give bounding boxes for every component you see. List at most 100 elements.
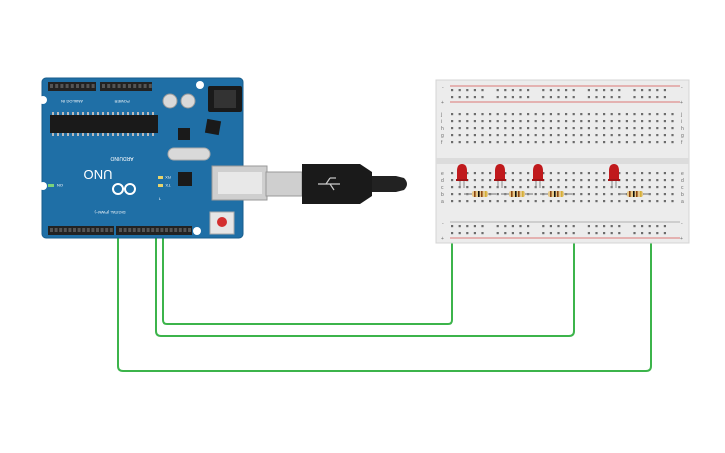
breadboard-hole[interactable] bbox=[625, 172, 628, 175]
breadboard-hole[interactable] bbox=[663, 200, 666, 203]
breadboard-hole[interactable] bbox=[633, 179, 636, 182]
breadboard-hole[interactable] bbox=[542, 141, 545, 144]
breadboard-hole[interactable] bbox=[511, 179, 514, 182]
breadboard-hole[interactable] bbox=[618, 96, 621, 99]
breadboard-hole[interactable] bbox=[648, 186, 651, 189]
breadboard-hole[interactable] bbox=[451, 193, 454, 196]
breadboard-hole[interactable] bbox=[610, 120, 613, 123]
breadboard-hole[interactable] bbox=[511, 96, 514, 99]
breadboard-hole[interactable] bbox=[451, 120, 454, 123]
header-pin[interactable] bbox=[138, 84, 142, 88]
breadboard-hole[interactable] bbox=[641, 120, 644, 123]
breadboard-hole[interactable] bbox=[603, 120, 606, 123]
header-pin[interactable] bbox=[50, 84, 53, 88]
breadboard-hole[interactable] bbox=[557, 232, 560, 235]
breadboard-hole[interactable] bbox=[504, 232, 507, 235]
breadboard-hole[interactable] bbox=[603, 172, 606, 175]
breadboard-hole[interactable] bbox=[565, 225, 568, 228]
header-pin[interactable] bbox=[128, 84, 131, 88]
breadboard-hole[interactable] bbox=[648, 89, 651, 92]
breadboard-hole[interactable] bbox=[625, 179, 628, 182]
breadboard-hole[interactable] bbox=[489, 120, 492, 123]
breadboard-hole[interactable] bbox=[458, 200, 461, 203]
breadboard-hole[interactable] bbox=[633, 120, 636, 123]
header-pin[interactable] bbox=[65, 84, 69, 88]
header-pin[interactable] bbox=[68, 228, 72, 232]
breadboard-hole[interactable] bbox=[489, 179, 492, 182]
breadboard-hole[interactable] bbox=[496, 89, 499, 92]
breadboard-hole[interactable] bbox=[557, 96, 560, 99]
breadboard-hole[interactable] bbox=[489, 134, 492, 137]
header-pin[interactable] bbox=[102, 84, 105, 88]
breadboard-hole[interactable] bbox=[451, 89, 454, 92]
breadboard-hole[interactable] bbox=[527, 89, 530, 92]
breadboard-hole[interactable] bbox=[587, 179, 590, 182]
breadboard-hole[interactable] bbox=[519, 186, 522, 189]
breadboard-hole[interactable] bbox=[481, 113, 484, 116]
breadboard-hole[interactable] bbox=[496, 141, 499, 144]
breadboard-hole[interactable] bbox=[656, 186, 659, 189]
wire-pin12[interactable] bbox=[162, 232, 453, 325]
resistor[interactable] bbox=[464, 191, 496, 197]
breadboard-hole[interactable] bbox=[504, 172, 507, 175]
breadboard-hole[interactable] bbox=[618, 186, 621, 189]
breadboard-hole[interactable] bbox=[648, 113, 651, 116]
breadboard-hole[interactable] bbox=[633, 172, 636, 175]
breadboard-hole[interactable] bbox=[519, 200, 522, 203]
breadboard-hole[interactable] bbox=[542, 89, 545, 92]
breadboard-hole[interactable] bbox=[481, 179, 484, 182]
header-pin[interactable] bbox=[142, 228, 145, 232]
breadboard-hole[interactable] bbox=[663, 232, 666, 235]
header-pin[interactable] bbox=[133, 84, 137, 88]
breadboard-hole[interactable] bbox=[489, 113, 492, 116]
breadboard-hole[interactable] bbox=[641, 232, 644, 235]
header-pin[interactable] bbox=[143, 84, 147, 88]
breadboard-hole[interactable] bbox=[549, 200, 552, 203]
breadboard-hole[interactable] bbox=[656, 127, 659, 130]
breadboard-hole[interactable] bbox=[473, 113, 476, 116]
breadboard-hole[interactable] bbox=[656, 113, 659, 116]
breadboard-hole[interactable] bbox=[489, 186, 492, 189]
breadboard-hole[interactable] bbox=[633, 96, 636, 99]
breadboard-hole[interactable] bbox=[496, 200, 499, 203]
breadboard-hole[interactable] bbox=[451, 113, 454, 116]
breadboard-hole[interactable] bbox=[603, 200, 606, 203]
usb-cable[interactable] bbox=[265, 164, 407, 204]
resistor[interactable] bbox=[540, 191, 572, 197]
breadboard-hole[interactable] bbox=[496, 232, 499, 235]
header-pin[interactable] bbox=[86, 84, 90, 88]
breadboard-hole[interactable] bbox=[656, 225, 659, 228]
breadboard-hole[interactable] bbox=[565, 113, 568, 116]
breadboard-hole[interactable] bbox=[648, 120, 651, 123]
breadboard-hole[interactable] bbox=[572, 232, 575, 235]
breadboard-hole[interactable] bbox=[511, 200, 514, 203]
breadboard-hole[interactable] bbox=[663, 96, 666, 99]
breadboard-hole[interactable] bbox=[489, 172, 492, 175]
breadboard-hole[interactable] bbox=[542, 134, 545, 137]
breadboard-hole[interactable] bbox=[648, 225, 651, 228]
breadboard-hole[interactable] bbox=[527, 179, 530, 182]
breadboard-hole[interactable] bbox=[542, 96, 545, 99]
breadboard-hole[interactable] bbox=[656, 89, 659, 92]
header-pin[interactable] bbox=[107, 84, 111, 88]
breadboard-hole[interactable] bbox=[557, 113, 560, 116]
breadboard-hole[interactable] bbox=[633, 113, 636, 116]
header-pin[interactable] bbox=[169, 228, 173, 232]
wire-pin13[interactable] bbox=[155, 204, 575, 337]
breadboard-hole[interactable] bbox=[549, 113, 552, 116]
breadboard-hole[interactable] bbox=[603, 179, 606, 182]
breadboard-hole[interactable] bbox=[603, 186, 606, 189]
breadboard-hole[interactable] bbox=[641, 127, 644, 130]
breadboard-hole[interactable] bbox=[671, 120, 674, 123]
breadboard-hole[interactable] bbox=[595, 179, 598, 182]
breadboard-hole[interactable] bbox=[527, 172, 530, 175]
breadboard-hole[interactable] bbox=[549, 89, 552, 92]
breadboard-hole[interactable] bbox=[557, 141, 560, 144]
breadboard-hole[interactable] bbox=[557, 179, 560, 182]
header-pin[interactable] bbox=[146, 228, 150, 232]
breadboard-hole[interactable] bbox=[473, 225, 476, 228]
header-pin[interactable] bbox=[105, 228, 109, 232]
breadboard-hole[interactable] bbox=[656, 96, 659, 99]
breadboard-hole[interactable] bbox=[641, 134, 644, 137]
breadboard-hole[interactable] bbox=[549, 186, 552, 189]
